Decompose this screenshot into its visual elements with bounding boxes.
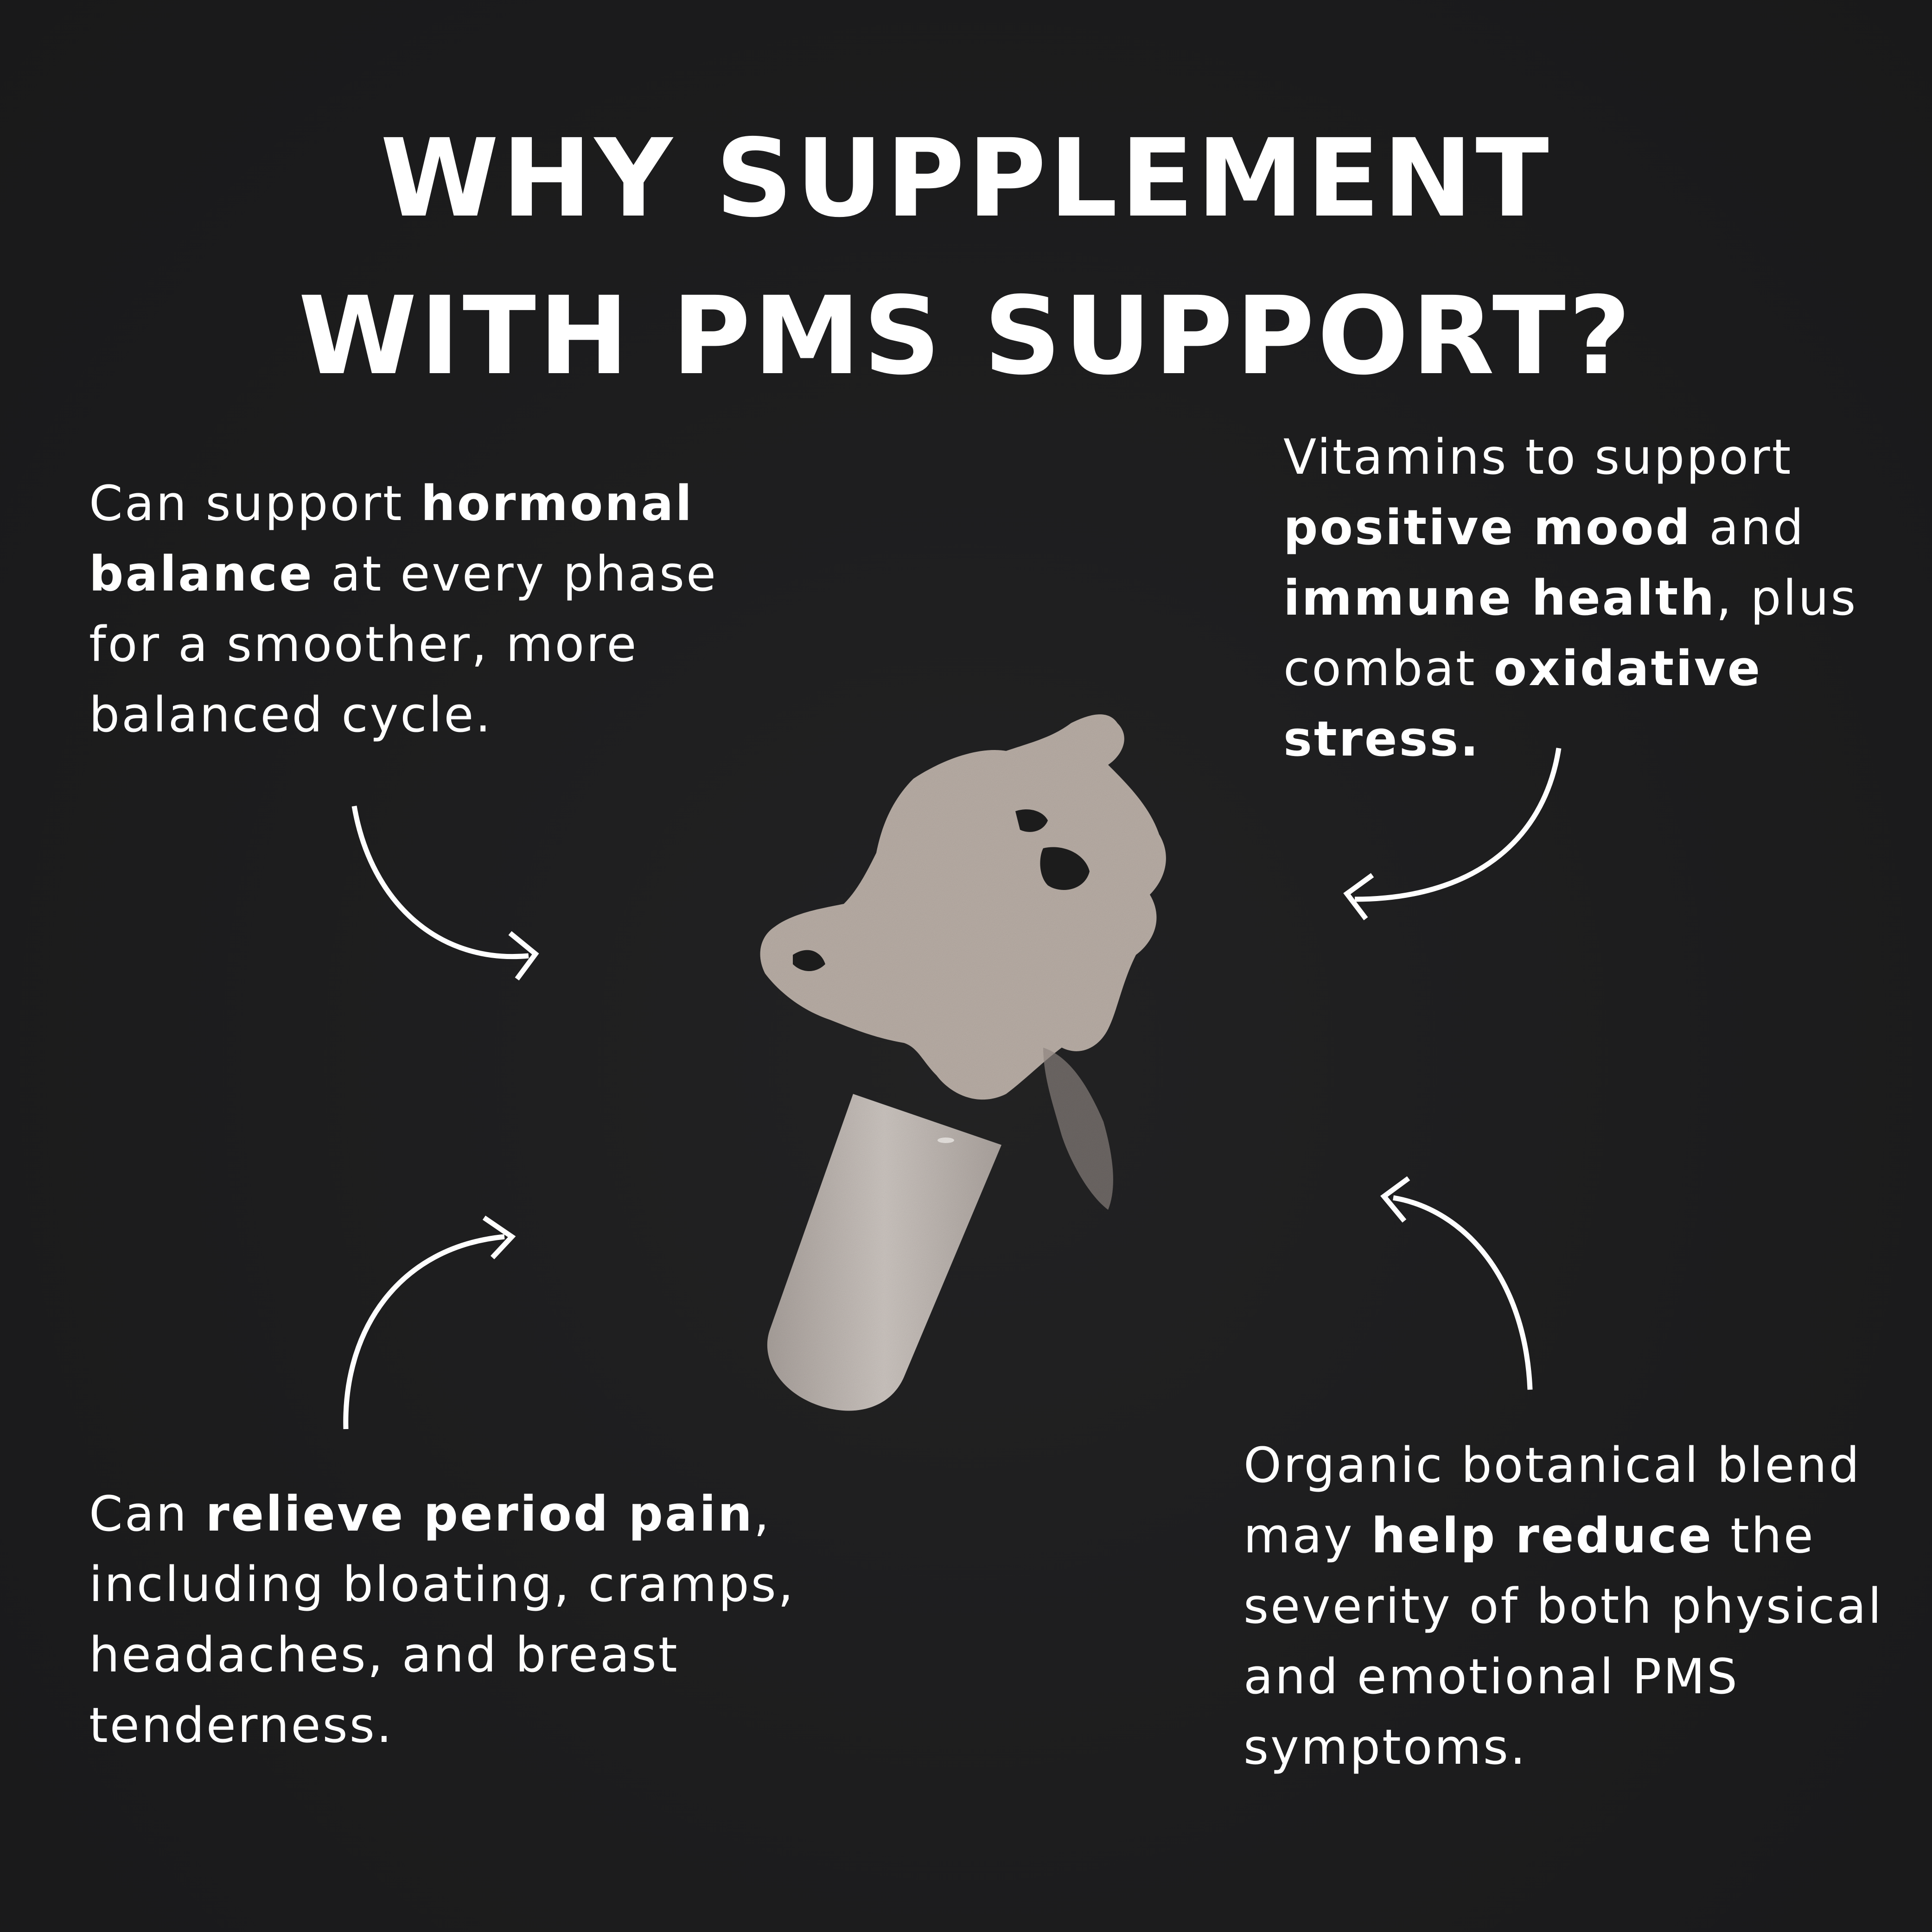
capsule-powder-image bbox=[760, 714, 1166, 1411]
emphasis-text: relieve period pain bbox=[205, 1486, 754, 1542]
body-text: Can bbox=[89, 1486, 206, 1542]
title-line-1: WHY SUPPLEMENT bbox=[380, 116, 1552, 241]
body-text: , including bloating, cramps, headaches,… bbox=[89, 1486, 795, 1754]
body-text: and bbox=[1692, 499, 1805, 556]
title-line-2: WITH PMS SUPPORT? bbox=[298, 273, 1634, 399]
body-text: Can support bbox=[89, 475, 421, 532]
body-text: Vitamins to support bbox=[1283, 429, 1793, 485]
callout-botanical-blend: Organic botanical blend may help reduce … bbox=[1243, 1430, 1916, 1782]
emphasis-text: hormonal balance bbox=[89, 475, 694, 602]
powder-pile bbox=[760, 714, 1166, 1210]
callout-vitamins-mood-immune: Vitamins to support positive mood and im… bbox=[1283, 422, 1886, 774]
body-text: Organic botanical blend may bbox=[1243, 1437, 1862, 1564]
body-text: , plus combat bbox=[1283, 570, 1858, 697]
page-title: WHY SUPPLEMENT WITH PMS SUPPORT? bbox=[0, 100, 1932, 415]
callout-period-pain-relief: Can relieve period pain, including bloat… bbox=[89, 1479, 808, 1760]
emphasis-text: immune health bbox=[1283, 570, 1716, 626]
body-text: the severity of both physical and emotio… bbox=[1243, 1507, 1883, 1775]
body-text: at every phase for a smoother, more bala… bbox=[89, 546, 718, 743]
emphasis-text: help reduce bbox=[1371, 1507, 1714, 1564]
capsule-half bbox=[767, 1094, 1001, 1411]
emphasis-text: positive mood bbox=[1283, 499, 1692, 556]
callout-hormonal-balance: Can support hormonal balance at every ph… bbox=[89, 468, 784, 750]
